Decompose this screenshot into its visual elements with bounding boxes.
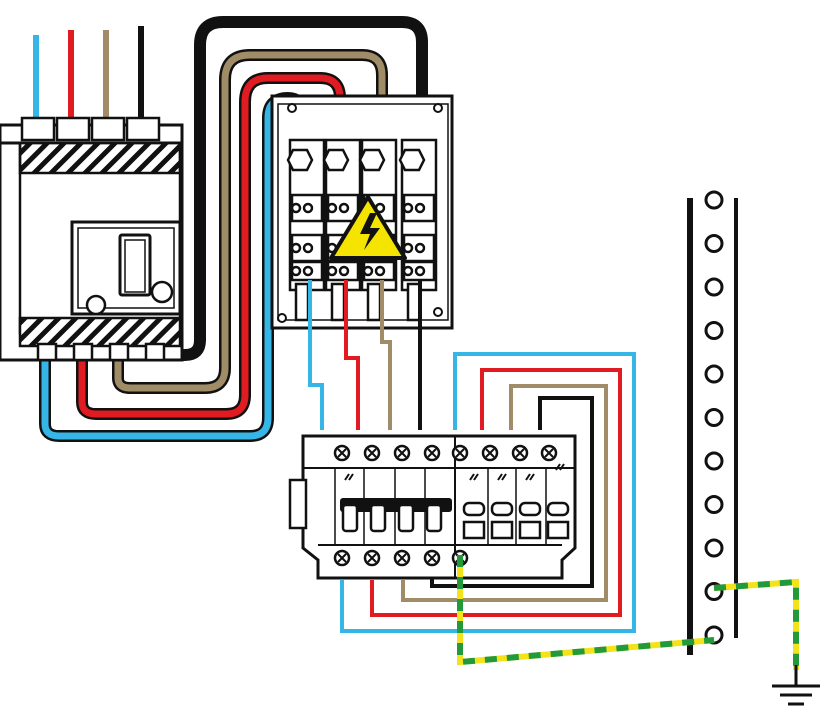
terminal-screw[interactable] <box>414 265 426 277</box>
terminal-screw[interactable] <box>302 242 314 254</box>
module-window <box>518 520 542 540</box>
terminal-screw[interactable] <box>402 265 414 277</box>
incoming-supply-wires <box>33 26 144 130</box>
breaker-screw <box>150 280 174 304</box>
mcb-handle-bar[interactable] <box>340 498 452 512</box>
earth-conductors <box>457 555 799 670</box>
bottom-terminal-screw[interactable] <box>393 549 411 567</box>
right-group-wires <box>340 352 636 633</box>
top-terminal-screw[interactable] <box>451 444 469 462</box>
terminal-leg <box>330 282 346 322</box>
loop-black-wire <box>430 396 594 588</box>
bottom-terminal-screw[interactable] <box>333 549 351 567</box>
module-window <box>490 520 514 540</box>
modular-din-devices <box>288 434 577 580</box>
terminal-nut <box>398 148 426 172</box>
busbar-hole <box>704 277 724 297</box>
top-terminal-screw[interactable] <box>393 444 411 462</box>
module-toggle[interactable] <box>462 501 486 517</box>
top-terminal-screw[interactable] <box>423 444 441 462</box>
module-toggle[interactable] <box>546 501 570 517</box>
busbar-hole <box>704 495 724 514</box>
feeder-black-wire <box>150 18 426 359</box>
top-terminal-screw[interactable] <box>511 444 529 462</box>
downlink-tan-wire <box>380 280 392 430</box>
terminal-nut <box>322 148 350 172</box>
loop-red-wire <box>370 368 622 617</box>
busbar-hole <box>704 364 724 384</box>
busbar-hole <box>704 408 724 427</box>
breaker-test-button[interactable] <box>85 294 107 316</box>
terminal-screw[interactable] <box>290 265 302 277</box>
terminal-screw[interactable] <box>414 202 426 214</box>
mount-hole <box>433 307 443 317</box>
mcb-toggle[interactable] <box>341 503 359 533</box>
terminal-leg <box>366 282 382 322</box>
module-window <box>462 520 486 540</box>
downlink-wires <box>308 280 422 430</box>
top-terminal-screw[interactable] <box>363 444 381 462</box>
terminal-leg <box>294 282 310 322</box>
distribution-terminal-block <box>270 94 454 330</box>
feeder-wires <box>39 16 428 442</box>
breaker-hatch-top <box>18 141 182 175</box>
terminal-screw[interactable] <box>374 265 386 277</box>
ground-symbol-icon <box>772 665 820 706</box>
terminal-screw[interactable] <box>402 202 414 214</box>
bottom-terminal-screw[interactable] <box>423 549 441 567</box>
busbar-hole <box>704 451 724 471</box>
module-window <box>546 520 570 540</box>
downlink-red-wire <box>344 280 360 430</box>
terminal-screw[interactable] <box>326 202 338 214</box>
breaker-top-terminals <box>20 116 161 142</box>
terminal-screw[interactable] <box>326 265 338 277</box>
mcb-toggle[interactable] <box>397 503 415 533</box>
mcb-toggle[interactable] <box>425 503 443 533</box>
busbar-hole <box>704 321 724 340</box>
downlink-blue-wire <box>308 280 324 430</box>
loop-tan-wire <box>401 384 608 602</box>
busbar-hole <box>704 234 724 253</box>
high-voltage-warning-sign <box>329 195 407 260</box>
busbar-hole <box>704 190 724 210</box>
mount-hole <box>287 103 297 113</box>
terminal-screw[interactable] <box>338 202 350 214</box>
terminal-nut <box>358 148 386 172</box>
module-toggle[interactable] <box>518 501 542 517</box>
terminal-nut <box>286 148 314 172</box>
top-terminal-screw[interactable] <box>333 444 351 462</box>
terminal-screw[interactable] <box>338 265 350 277</box>
feeder-red-wire <box>78 74 344 418</box>
breaker-hatch-bottom <box>18 316 182 348</box>
terminal-screw[interactable] <box>290 242 302 254</box>
mount-hole <box>433 103 443 113</box>
main-circuit-breaker <box>0 116 184 362</box>
module-toggle[interactable] <box>490 501 514 517</box>
lightning-bolt-icon <box>360 213 380 250</box>
feeder-tan-wire <box>114 51 386 392</box>
terminal-screw[interactable] <box>302 202 314 214</box>
terminal-screw[interactable] <box>302 265 314 277</box>
loop-blue-wire <box>340 352 636 633</box>
bottom-terminal-screw[interactable] <box>363 549 381 567</box>
earth-busbar <box>687 190 738 655</box>
top-terminal-screw[interactable] <box>481 444 499 462</box>
top-terminal-screw[interactable] <box>540 444 558 462</box>
terminal-screw[interactable] <box>402 242 414 254</box>
terminal-screw[interactable] <box>362 265 374 277</box>
mount-hole <box>277 313 287 323</box>
terminal-screw[interactable] <box>414 242 426 254</box>
terminal-screw[interactable] <box>290 202 302 214</box>
busbar-hole <box>704 538 724 558</box>
mcb-toggle[interactable] <box>369 503 387 533</box>
